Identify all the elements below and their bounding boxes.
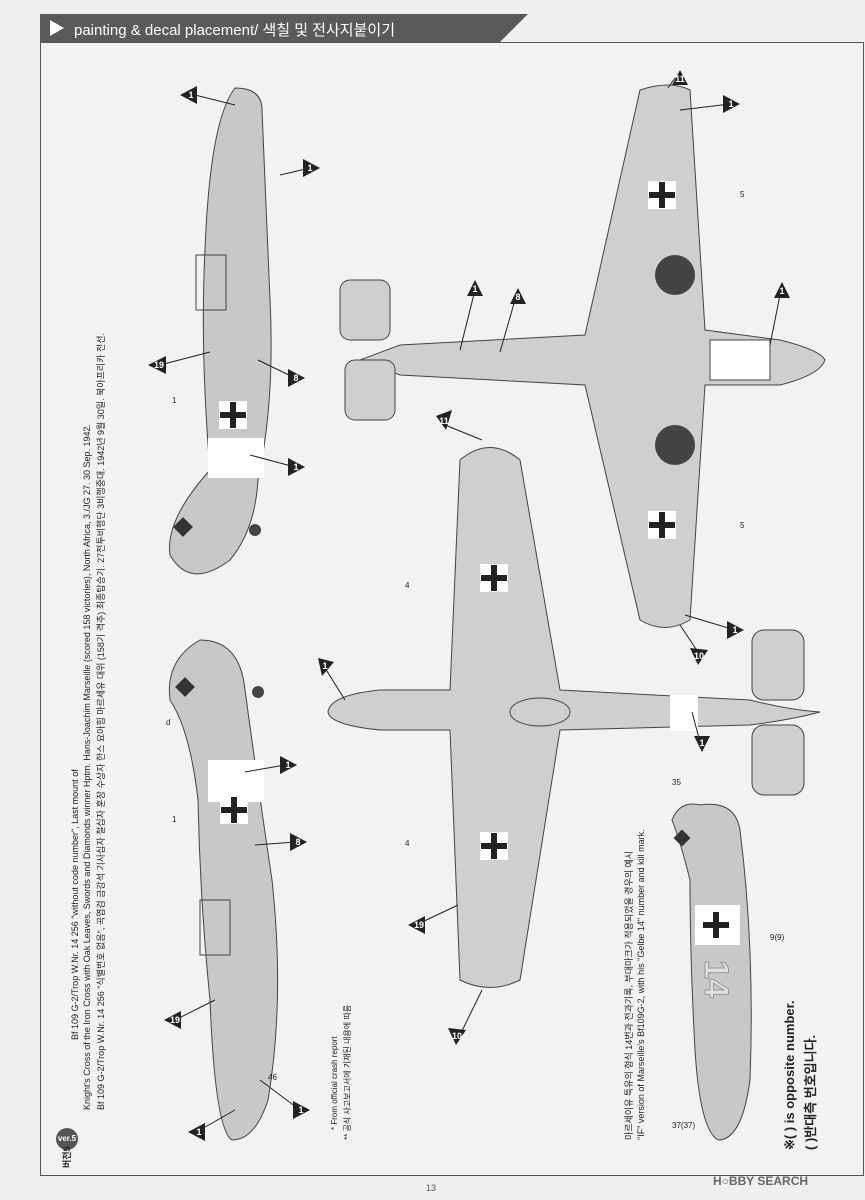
svg-text:1: 1 — [285, 760, 290, 770]
svg-text:8: 8 — [515, 292, 520, 302]
white-band-2 — [208, 760, 264, 802]
svg-text:19: 19 — [154, 360, 164, 370]
svg-text:1: 1 — [307, 163, 312, 173]
label-35: 35 — [672, 778, 681, 787]
label-46: 46 — [268, 1073, 277, 1082]
callout-1: 1 — [723, 95, 740, 113]
callout-11: 11 — [672, 70, 688, 85]
svg-text:1: 1 — [293, 462, 298, 472]
svg-text:14: 14 — [697, 960, 735, 998]
callout-1: 1 — [303, 159, 320, 177]
callout-1: 1 — [774, 282, 790, 298]
label-9: 9(9) — [770, 933, 785, 942]
callout-1: 1 — [694, 736, 710, 752]
callout-1: 1 — [180, 86, 197, 104]
top-view-aircraft — [339, 84, 826, 628]
callout-1: 1 — [280, 756, 297, 774]
header-title: painting & decal placement/ 색칠 및 전사지붙이기 — [74, 22, 395, 39]
svg-text:10: 10 — [452, 1031, 462, 1041]
version-badge: ver.5 — [56, 1128, 78, 1150]
svg-text:1: 1 — [779, 286, 784, 296]
callout-8: 8 — [290, 833, 307, 851]
callout-1: 1 — [288, 458, 305, 476]
svg-text:19: 19 — [414, 920, 424, 930]
callout-1: 1 — [467, 280, 483, 296]
svg-text:1: 1 — [322, 661, 327, 671]
callout-8: 8 — [510, 288, 526, 304]
callout-19: 19 — [408, 916, 425, 934]
white-band — [208, 438, 264, 478]
svg-text:1: 1 — [188, 90, 193, 100]
svg-text:1: 1 — [699, 738, 704, 748]
svg-text:19: 19 — [170, 1015, 180, 1025]
svg-text:1: 1 — [196, 1127, 201, 1137]
callout-19: 19 — [164, 1011, 181, 1029]
side-profile-left — [169, 87, 272, 575]
label-4: 4 — [405, 581, 410, 590]
svg-text:11: 11 — [675, 74, 685, 84]
label-d: d — [166, 718, 170, 727]
label-1: 1 — [172, 815, 177, 824]
svg-text:10: 10 — [694, 651, 704, 661]
header-arrow-icon — [50, 20, 64, 36]
section-header: painting & decal placement/ 색칠 및 전사지붙이기 — [40, 14, 528, 42]
svg-text:8: 8 — [295, 837, 300, 847]
side-profile-right — [168, 639, 279, 1141]
page-number: 13 — [426, 1183, 437, 1193]
callout-1: 1 — [318, 658, 334, 676]
callout-8: 8 — [288, 369, 305, 387]
callout-11: 11 — [436, 410, 452, 430]
callout-1: 1 — [188, 1123, 205, 1141]
label-1: 1 — [172, 396, 177, 405]
callout-1: 1 — [727, 621, 744, 639]
callout-1: 1 — [293, 1101, 310, 1119]
svg-text:8: 8 — [293, 373, 298, 383]
bottom-view-aircraft — [327, 447, 821, 988]
label-5: 5 — [740, 521, 745, 530]
callout-10: 10 — [690, 648, 708, 665]
svg-text:1: 1 — [732, 625, 737, 635]
svg-text:1: 1 — [728, 99, 733, 109]
svg-text:11: 11 — [439, 416, 449, 426]
callout-19: 19 — [148, 356, 166, 374]
svg-text:1: 1 — [298, 1105, 303, 1115]
label-5: 5 — [740, 190, 745, 199]
watermark: H○BBY SEARCH — [713, 1174, 809, 1188]
callout-10: 10 — [448, 1028, 466, 1045]
gelbe-14-profile: 14 — [671, 803, 752, 1141]
label-4: 4 — [405, 839, 410, 848]
label-37: 37(37) — [672, 1121, 695, 1130]
svg-text:1: 1 — [472, 284, 477, 294]
